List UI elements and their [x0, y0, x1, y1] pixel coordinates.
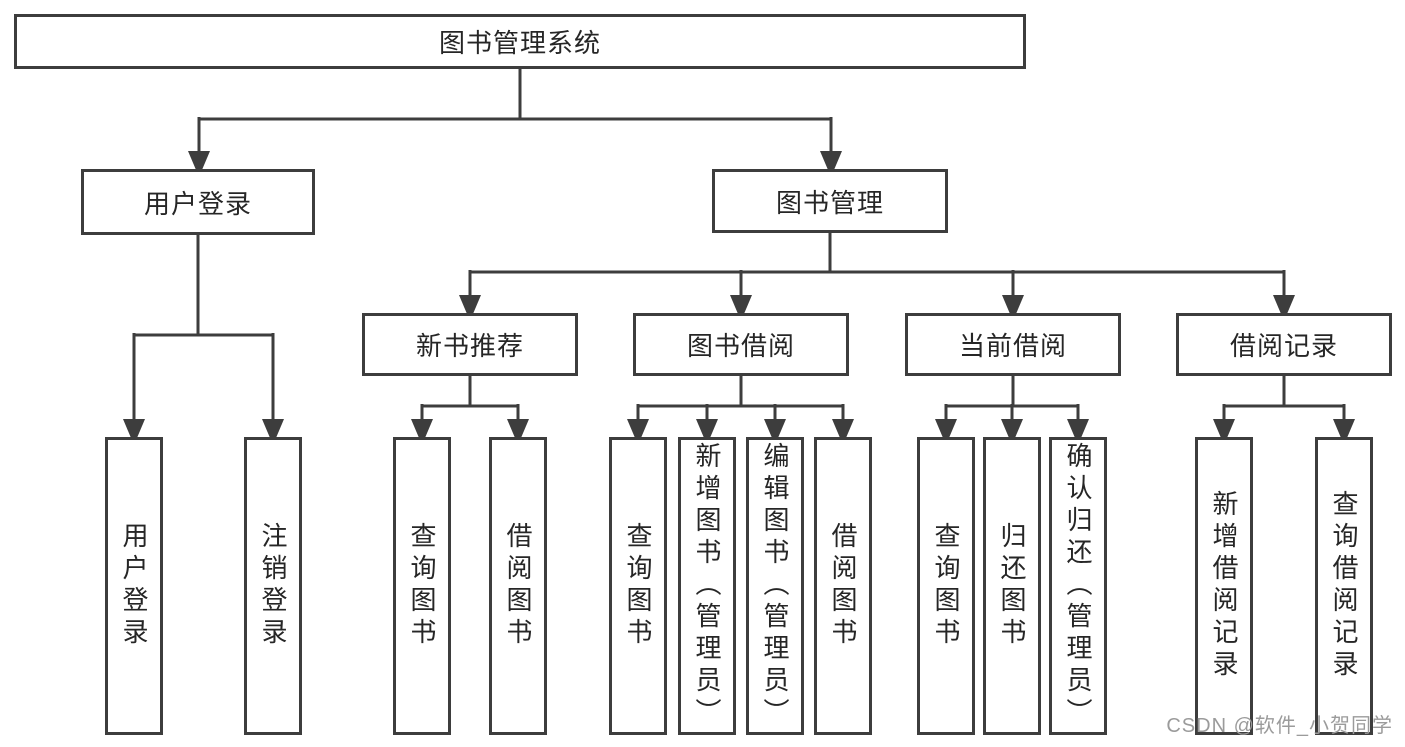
leaf-label: 新增图书（管理员）: [692, 442, 722, 730]
node-label: 当前借阅: [958, 331, 1067, 361]
leaf-label: 确认归还（管理员）: [1063, 442, 1093, 730]
leaf-edit-book-admin: 编辑图书（管理员）: [746, 437, 804, 735]
node-current-borrow: 当前借阅: [905, 313, 1121, 376]
leaf-label: 借阅图书: [828, 522, 858, 650]
node-book-borrow: 图书借阅: [633, 313, 849, 376]
leaf-label: 用户登录: [119, 522, 149, 650]
node-label: 图书借阅: [686, 331, 795, 361]
leaf-query-books-recommend: 查询图书: [393, 437, 451, 735]
leaf-confirm-return-admin: 确认归还（管理员）: [1049, 437, 1107, 735]
leaf-label: 查询图书: [931, 522, 961, 650]
leaf-label: 新增借阅记录: [1209, 490, 1239, 682]
node-root-system: 图书管理系统: [14, 14, 1026, 69]
leaf-add-borrow-record: 新增借阅记录: [1195, 437, 1253, 735]
leaf-user-login: 用户登录: [105, 437, 163, 735]
leaf-logout: 注销登录: [244, 437, 302, 735]
node-label: 新书推荐: [415, 331, 524, 361]
csdn-watermark: CSDN @软件_小贺同学: [1166, 715, 1393, 737]
leaf-query-borrow-record: 查询借阅记录: [1315, 437, 1373, 735]
leaf-return-book: 归还图书: [983, 437, 1041, 735]
node-book-management: 图书管理: [712, 169, 948, 233]
node-label: 用户登录: [143, 188, 252, 219]
leaf-borrow-books: 借阅图书: [814, 437, 872, 735]
leaf-query-books-borrow: 查询图书: [609, 437, 667, 735]
leaf-label: 查询图书: [623, 522, 653, 650]
leaf-label: 编辑图书（管理员）: [760, 442, 790, 730]
node-label: 图书管理系统: [438, 28, 601, 58]
leaf-add-book-admin: 新增图书（管理员）: [678, 437, 736, 735]
leaf-label: 归还图书: [997, 522, 1027, 650]
node-label: 图书管理: [775, 187, 884, 218]
node-borrow-records: 借阅记录: [1176, 313, 1392, 376]
leaf-query-books-current: 查询图书: [917, 437, 975, 735]
leaf-label: 查询图书: [407, 522, 437, 650]
node-user-login: 用户登录: [81, 169, 315, 235]
leaf-label: 注销登录: [258, 522, 288, 650]
node-new-book-recommend: 新书推荐: [362, 313, 578, 376]
leaf-borrow-books-recommend: 借阅图书: [489, 437, 547, 735]
leaf-label: 借阅图书: [503, 522, 533, 650]
node-label: 借阅记录: [1229, 331, 1338, 361]
leaf-label: 查询借阅记录: [1329, 490, 1359, 682]
